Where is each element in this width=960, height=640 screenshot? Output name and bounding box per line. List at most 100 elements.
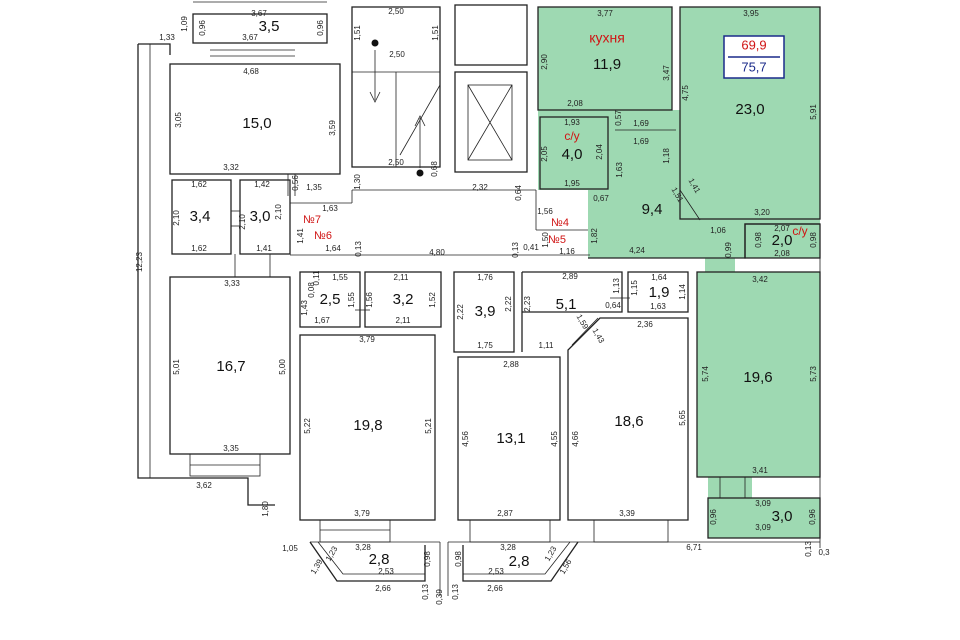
- dim: 1,64: [651, 273, 667, 282]
- dim: 1,62: [191, 180, 207, 189]
- dim: 5,01: [172, 359, 181, 375]
- dim: 3,77: [597, 9, 613, 18]
- elevator-x: [467, 84, 513, 161]
- room-area: 9,4: [642, 201, 663, 218]
- wc2-wall: [744, 223, 821, 259]
- dim: 4,55: [550, 431, 559, 447]
- dim: 1,67: [314, 316, 330, 325]
- passage-fill: [705, 258, 735, 274]
- dim: 2,08: [567, 99, 583, 108]
- dim: 2,22: [504, 296, 513, 312]
- dim: 3,47: [662, 65, 671, 81]
- dim: 3,62: [196, 481, 212, 490]
- dim: 3,35: [223, 444, 239, 453]
- dim: 1,09: [180, 16, 189, 32]
- dim: 3,09: [755, 523, 771, 532]
- room-area: 1,9: [649, 284, 670, 301]
- dim: 3,28: [355, 543, 371, 552]
- balcony-28b-wall: [462, 541, 579, 582]
- dim: 1,93: [564, 118, 580, 127]
- dim: 0,96: [709, 509, 718, 525]
- dim: 1,30: [353, 174, 362, 190]
- dimensions: 3,67 0,96 1,09 0,96 3,67 1,33 4,68 3,05 …: [135, 7, 830, 605]
- dim: 3,59: [328, 120, 337, 136]
- badge-living: 69,9: [741, 37, 766, 52]
- dim: 1,63: [650, 302, 666, 311]
- n4-label: №4: [551, 217, 569, 229]
- dim: 1,43: [591, 327, 607, 345]
- dim: 5,65: [678, 410, 687, 426]
- room-150-wall: [169, 63, 341, 175]
- elevator-shaft: [467, 84, 513, 161]
- wc2-label: с/у: [792, 224, 807, 238]
- dim: 12,23: [135, 251, 144, 272]
- dim: 0,13: [421, 584, 430, 600]
- balcony-fill: [708, 498, 820, 538]
- room-area: 16,7: [216, 358, 245, 375]
- dim: 2,08: [774, 249, 790, 258]
- room-30a-wall: [239, 179, 291, 255]
- room-area: 3,0: [250, 208, 271, 225]
- dim: 1,55: [332, 273, 348, 282]
- room-19-wall: [627, 271, 689, 313]
- dim: 2,50: [388, 158, 404, 167]
- badge-total: 75,7: [741, 59, 766, 74]
- dim: 3,79: [354, 509, 370, 518]
- room-area: 3,9: [475, 303, 496, 320]
- dim: 4,68: [243, 67, 259, 76]
- dim: 2,53: [488, 567, 504, 576]
- dim: 0,13: [451, 584, 460, 600]
- dim: 1,41: [296, 228, 305, 244]
- dim: 1,15: [630, 280, 639, 296]
- dim: 3,39: [619, 509, 635, 518]
- dim: 0,98: [809, 232, 818, 248]
- area-badge: 69,9 75,7: [723, 35, 785, 79]
- dim: 2,50: [388, 7, 404, 16]
- dim: 2,10: [238, 214, 247, 230]
- dim: 0,99: [724, 242, 733, 258]
- dim: 0,64: [605, 301, 621, 310]
- kitchen-wall: [537, 6, 673, 111]
- red-labels: кухня с/у с/у №7 №6 №4 №5: [303, 30, 808, 246]
- dim: 0,11: [312, 270, 321, 286]
- room-51-wall: [522, 271, 623, 313]
- wc2-fill: [745, 224, 820, 258]
- dim: 0,57: [614, 110, 623, 126]
- balcony-28a-wall: [309, 541, 426, 582]
- dim: 3,95: [743, 9, 759, 18]
- dim: 1,69: [633, 137, 649, 146]
- dim: 0,67: [593, 194, 609, 203]
- dim: 3,05: [174, 112, 183, 128]
- dim: 5,21: [424, 418, 433, 434]
- balcony-inner: [463, 541, 571, 575]
- dim: 0,96: [316, 20, 325, 36]
- dim: 0,98: [754, 232, 763, 248]
- dim: 2,04: [595, 144, 604, 160]
- dim: 1,16: [559, 247, 575, 256]
- dim: 3,79: [359, 335, 375, 344]
- n7-label: №7: [303, 214, 321, 226]
- room-area: 19,8: [353, 417, 382, 434]
- dim: 2,90: [540, 54, 549, 70]
- room-196-fill: [697, 272, 820, 477]
- dim: 1,69: [633, 119, 649, 128]
- room-area: 3,5: [259, 18, 280, 35]
- dim: 2,11: [394, 273, 410, 282]
- dim: 1,76: [477, 273, 493, 282]
- dim: 4,56: [461, 431, 470, 447]
- kitchen-label: кухня: [589, 30, 625, 46]
- room-area: 3,0: [772, 508, 793, 525]
- dim: 5,74: [701, 366, 710, 382]
- door-diag: [679, 189, 701, 221]
- dim: 0,13: [354, 241, 363, 257]
- dim: 2,87: [497, 509, 513, 518]
- dim: 1,52: [428, 292, 437, 308]
- dim: 1,18: [662, 148, 671, 164]
- dim: 0,98: [454, 551, 463, 567]
- dim: 2,22: [456, 304, 465, 320]
- dim: 5,22: [303, 418, 312, 434]
- dim: 2,66: [375, 584, 391, 593]
- room-area: 13,1: [496, 430, 525, 447]
- room-186-wall: [567, 317, 689, 521]
